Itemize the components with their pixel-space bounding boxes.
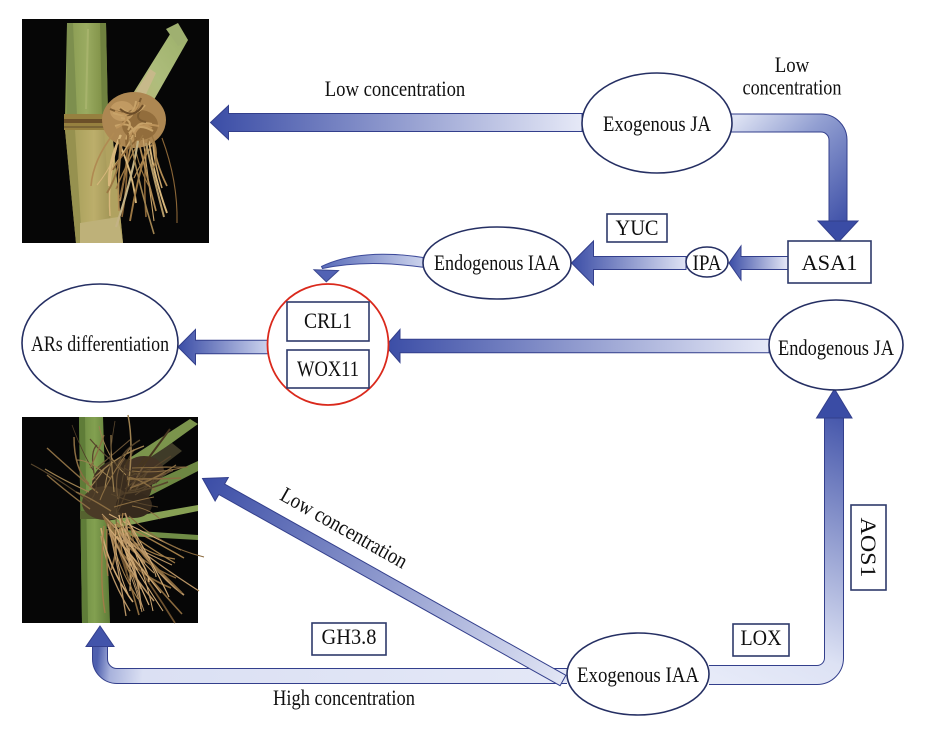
- svg-text:High concentration: High concentration: [273, 685, 415, 710]
- svg-text:Endogenous IAA: Endogenous IAA: [434, 250, 560, 275]
- svg-text:LOX: LOX: [741, 625, 782, 650]
- svg-text:GH3.8: GH3.8: [322, 624, 377, 649]
- svg-text:Low: Low: [775, 52, 810, 77]
- svg-text:WOX11: WOX11: [297, 356, 359, 381]
- svg-text:concentration: concentration: [743, 75, 842, 100]
- svg-text:IPA: IPA: [693, 250, 722, 275]
- svg-text:Low concentration: Low concentration: [325, 76, 466, 101]
- svg-text:ARs differentiation: ARs differentiation: [31, 331, 169, 356]
- svg-text:Exogenous JA: Exogenous JA: [603, 111, 711, 136]
- svg-text:Endogenous JA: Endogenous JA: [778, 335, 894, 360]
- svg-text:YUC: YUC: [616, 215, 659, 240]
- svg-text:AOS1: AOS1: [856, 518, 881, 578]
- svg-text:Exogenous IAA: Exogenous IAA: [577, 662, 699, 687]
- svg-text:ASA1: ASA1: [802, 250, 858, 275]
- svg-text:CRL1: CRL1: [304, 308, 352, 333]
